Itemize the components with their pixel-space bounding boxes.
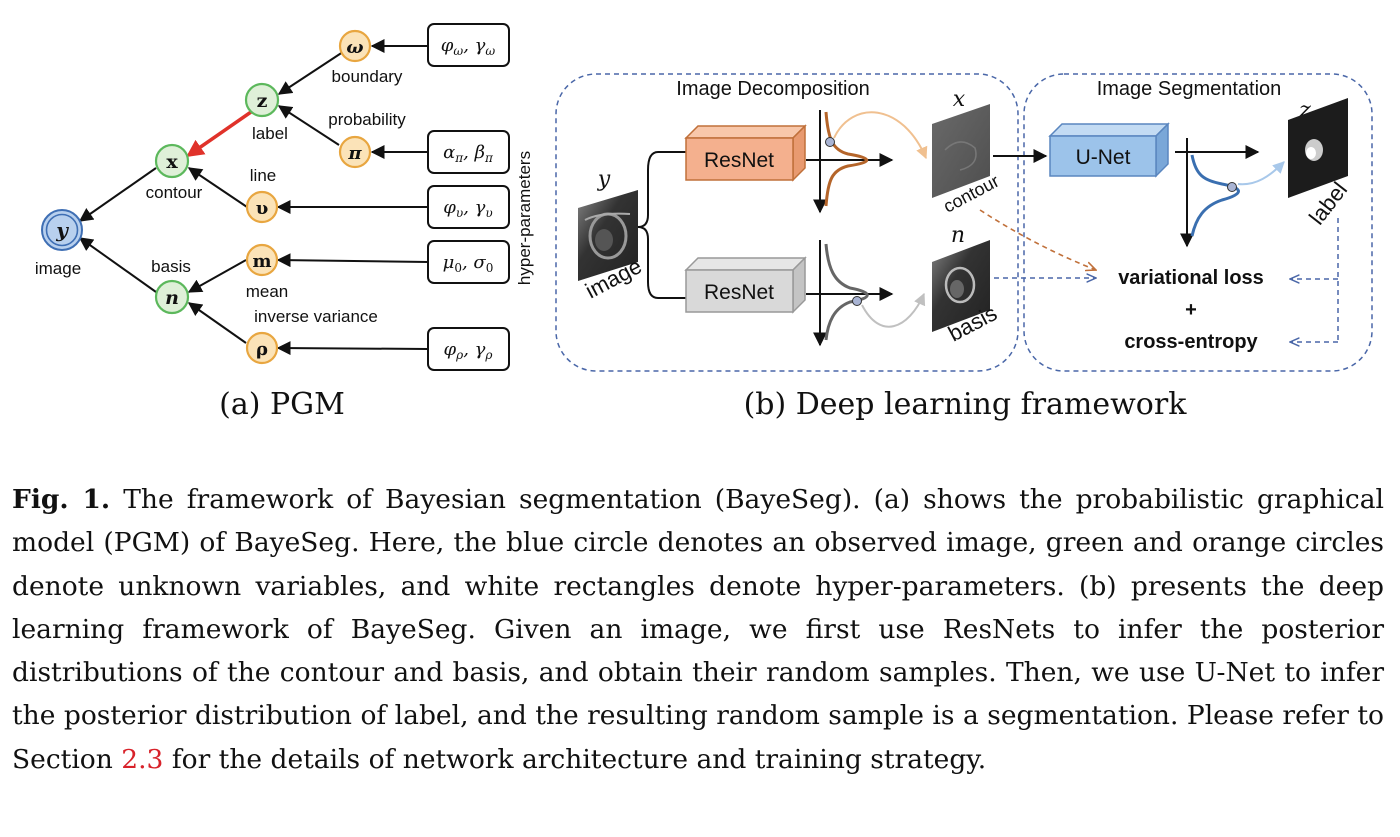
decomposition-title: Image Decomposition [676, 78, 869, 100]
caption-fig-label: Fig. 1. [12, 484, 111, 515]
label-inverse-variance: inverse variance [254, 307, 378, 326]
contour-image [932, 104, 990, 198]
figure-canvas: y image x contour z label n basis ω boun… [35, 23, 1373, 422]
caption-text-part2: for the details of network architecture … [163, 743, 987, 775]
resnet-top-block: ResNet [684, 124, 807, 182]
resnet-top-label: ResNet [704, 149, 774, 172]
distribution-plot-label [1175, 138, 1285, 248]
node-omega-symbol: ω [346, 37, 363, 58]
resnet-bottom-label: ResNet [704, 281, 774, 304]
brace [637, 151, 659, 299]
framework-panel: Image Decomposition Image Segmentation y… [555, 73, 1373, 422]
figure-caption: Fig. 1. The framework of Bayesian segmen… [12, 478, 1384, 781]
edge-n-y [78, 237, 157, 293]
node-x-symbol: x [166, 151, 178, 173]
hyperparam-box-rho: φρ, γρ [427, 327, 510, 371]
node-pi-symbol: π [347, 143, 362, 164]
var-y: y [597, 167, 611, 192]
node-n-symbol: n [165, 287, 179, 309]
hyperparam-box-omega: φω, γω [427, 23, 510, 67]
section-reference-link[interactable]: 2.3 [121, 743, 164, 775]
hyper-parameters-label: hyper-parameters [515, 151, 534, 285]
node-y-symbol: y [55, 218, 69, 242]
var-n: n [951, 223, 965, 248]
label-image [1288, 98, 1348, 198]
edge-z-x-red [186, 110, 252, 157]
subcaption-a: (a) PGM [219, 387, 345, 422]
unet-label: U-Net [1076, 146, 1131, 169]
svg-text:μ0, σ0: μ0, σ0 [443, 252, 494, 275]
var-x: x [953, 87, 966, 112]
edge-rho-n [187, 302, 247, 344]
label-basis: basis [151, 257, 191, 276]
edge-m-n [187, 259, 247, 293]
label-boundary: boundary [332, 67, 403, 86]
edge-x-y [78, 167, 157, 222]
loss-plus-sign: + [1185, 299, 1197, 321]
variational-loss-text: variational loss [1118, 267, 1264, 289]
node-rho-symbol: ρ [256, 339, 268, 360]
resnet-bottom-block: ResNet [684, 256, 807, 314]
edge-omega-z [277, 45, 353, 95]
label-contour: contour [146, 183, 203, 202]
edge-hp-rho [276, 341, 429, 356]
decomposition-group-box [555, 73, 1019, 372]
node-x: x [154, 143, 190, 179]
subcaption-b: (b) Deep learning framework [744, 387, 1188, 422]
distribution-plot-top [806, 110, 928, 214]
node-omega: ω [338, 29, 372, 63]
arrow-contour-to-loss [979, 209, 1096, 270]
svg-text:φρ, γρ: φρ, γρ [444, 339, 493, 362]
node-rho: ρ [245, 331, 279, 365]
node-n: n [154, 279, 190, 315]
unet-block: U-Net [1048, 122, 1170, 178]
label-mean: mean [246, 282, 289, 301]
edge-upsilon-x [187, 167, 248, 208]
svg-text:απ, βπ: απ, βπ [443, 142, 494, 165]
distribution-plot-bottom [806, 240, 926, 347]
node-upsilon-symbol: υ [256, 198, 269, 219]
node-upsilon: υ [245, 190, 279, 224]
svg-text:φω, γω: φω, γω [441, 35, 496, 58]
label-probability: probability [328, 110, 406, 129]
node-z-symbol: z [257, 90, 268, 112]
node-z: z [244, 82, 280, 118]
node-y-observed: y [41, 209, 83, 251]
hyperparam-box-upsilon: φυ, γυ [427, 185, 510, 229]
hyperparam-box-pi: απ, βπ [427, 130, 510, 174]
label-line: line [250, 166, 276, 185]
node-m-symbol: m [252, 251, 271, 272]
node-pi: π [338, 135, 372, 169]
node-m: m [245, 243, 279, 277]
svg-text:φυ, γυ: φυ, γυ [443, 197, 492, 220]
caption-text-part1: The framework of Bayesian segmentation (… [12, 484, 1385, 775]
edge-hp-m [276, 253, 429, 268]
input-mri-image [578, 190, 638, 281]
cross-entropy-text: cross-entropy [1124, 331, 1258, 353]
segmentation-title: Image Segmentation [1097, 78, 1282, 100]
pgm-panel: y image x contour z label n basis ω boun… [35, 23, 534, 422]
basis-image [932, 240, 990, 332]
label-label: label [252, 124, 288, 143]
hyperparam-box-m: μ0, σ0 [427, 240, 510, 284]
edge-pi-z [277, 105, 340, 146]
label-image: image [35, 259, 81, 278]
